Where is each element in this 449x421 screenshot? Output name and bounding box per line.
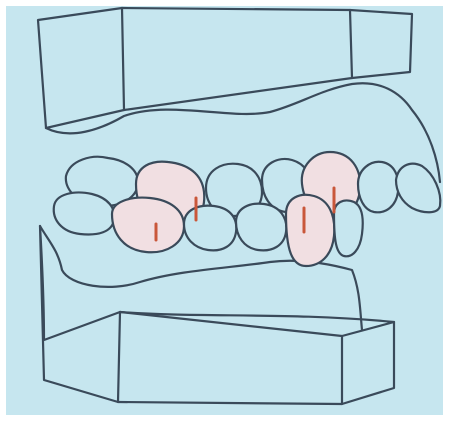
lower-tooth-canine-highlighted [286, 195, 334, 266]
lower-tooth-molar-back [54, 193, 115, 235]
lower-tooth-incisor [334, 201, 363, 257]
lower-tooth-premolar-2 [236, 204, 286, 251]
lower-tooth-premolar-1 [184, 206, 236, 251]
upper-tooth-lateral-incisor [358, 162, 398, 213]
